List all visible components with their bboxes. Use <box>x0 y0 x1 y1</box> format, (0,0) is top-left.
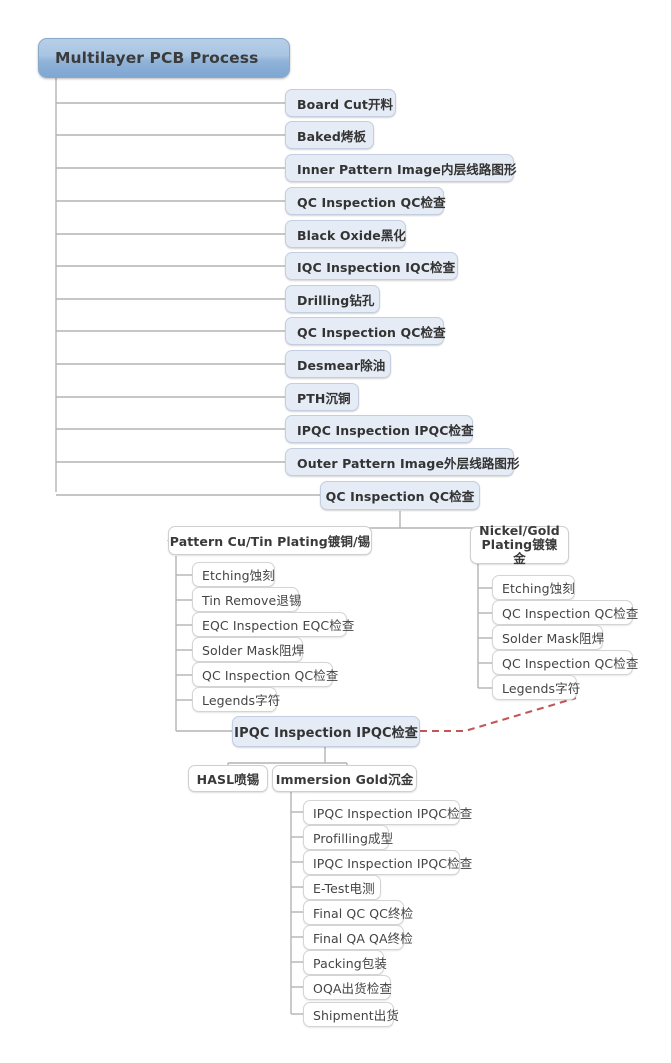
node-label: Shipment出货 <box>313 1008 399 1023</box>
merge-node-ipqc-inspection[interactable]: IPQC Inspection IPQC检查 <box>232 716 420 747</box>
final-step-9[interactable]: Shipment出货 <box>303 1002 399 1027</box>
node-label: Legends字符 <box>502 681 581 696</box>
node-label: Drilling钻孔 <box>297 292 375 308</box>
left-child-5[interactable]: QC Inspection QC检查 <box>192 662 338 687</box>
node-label: IQC Inspection IQC检查 <box>297 259 456 275</box>
node-label: OQA出货检查 <box>313 981 392 996</box>
final-step-2[interactable]: Profilling成型 <box>303 825 393 850</box>
root-label: Multilayer PCB Process <box>55 49 259 67</box>
finish-option-hasl[interactable]: HASL喷锡 <box>188 765 268 792</box>
main-step-1[interactable]: Board Cut开料 <box>285 89 396 117</box>
dashed-cross-link <box>420 696 577 733</box>
final-step-1[interactable]: IPQC Inspection IPQC检查 <box>303 800 472 825</box>
branch-nickel-gold-plating[interactable]: Nickel/Gold Plating镀镍金 <box>470 523 569 566</box>
node-label: Legends字符 <box>202 693 281 708</box>
right-child-1[interactable]: Etching蚀刻 <box>492 575 575 600</box>
node-label: E-Test电测 <box>313 881 375 896</box>
node-label: QC Inspection QC检查 <box>502 606 639 621</box>
node-label: Black Oxide黑化 <box>297 227 407 243</box>
main-step-9[interactable]: Desmear除油 <box>285 350 391 378</box>
node-label: Baked烤板 <box>297 128 367 144</box>
final-step-7[interactable]: Packing包装 <box>303 950 387 975</box>
left-child-3[interactable]: EQC Inspection EQC检查 <box>192 612 354 637</box>
node-label: IPQC Inspection IPQC检查 <box>234 726 418 741</box>
node-label: QC Inspection QC检查 <box>297 194 446 210</box>
node-label: Final QA QA终检 <box>313 931 413 946</box>
node-label: Etching蚀刻 <box>502 581 575 596</box>
main-step-6[interactable]: IQC Inspection IQC检查 <box>285 252 458 280</box>
main-step-7[interactable]: Drilling钻孔 <box>285 285 380 313</box>
node-label: PTH沉铜 <box>297 390 351 406</box>
node-label: EQC Inspection EQC检查 <box>202 618 355 633</box>
finish-option-immersion-gold[interactable]: Immersion Gold沉金 <box>272 765 417 792</box>
node-label: HASL喷锡 <box>196 772 260 787</box>
split-node-qc-inspection[interactable]: QC Inspection QC检查 <box>320 481 480 510</box>
node-label: Profilling成型 <box>313 831 394 846</box>
left-child-4[interactable]: Solder Mask阻焊 <box>192 637 305 662</box>
node-label: Pattern Cu/Tin Plating镀铜/锡 <box>169 534 371 549</box>
right-child-5[interactable]: Legends字符 <box>492 675 581 700</box>
node-label: QC Inspection QC检查 <box>297 324 446 340</box>
node-label: Desmear除油 <box>297 357 386 373</box>
main-step-2[interactable]: Baked烤板 <box>285 121 374 149</box>
node-label: Final QC QC终检 <box>313 906 414 921</box>
node-label: Packing包装 <box>313 956 387 971</box>
final-step-8[interactable]: OQA出货检查 <box>303 975 392 1000</box>
node-label: Etching蚀刻 <box>202 568 275 583</box>
node-label: IPQC Inspection IPQC检查 <box>313 806 473 821</box>
node-label: Immersion Gold沉金 <box>275 772 414 787</box>
final-step-3[interactable]: IPQC Inspection IPQC检查 <box>303 850 472 875</box>
final-step-4[interactable]: E-Test电测 <box>303 875 381 900</box>
root-node[interactable]: Multilayer PCB Process <box>38 38 290 78</box>
left-child-1[interactable]: Etching蚀刻 <box>192 562 275 587</box>
main-step-5[interactable]: Black Oxide黑化 <box>285 220 406 248</box>
node-label: Inner Pattern Image内层线路图形 <box>297 161 517 177</box>
left-child-6[interactable]: Legends字符 <box>192 687 281 712</box>
node-label: QC Inspection QC检查 <box>325 489 475 504</box>
node-label-line2: Plating镀镍金 <box>481 537 558 566</box>
node-label: Tin Remove退锡 <box>202 593 302 608</box>
left-child-2[interactable]: Tin Remove退锡 <box>192 587 302 612</box>
node-label-line1: Nickel/Gold <box>479 523 560 538</box>
node-label: Board Cut开料 <box>297 96 394 112</box>
node-label: IPQC Inspection IPQC检查 <box>297 422 474 438</box>
main-step-10[interactable]: PTH沉铜 <box>285 383 359 411</box>
node-label: QC Inspection QC检查 <box>202 668 339 683</box>
final-step-5[interactable]: Final QC QC终检 <box>303 900 413 925</box>
node-label: Outer Pattern Image外层线路图形 <box>297 455 520 471</box>
node-label: IPQC Inspection IPQC检查 <box>313 856 473 871</box>
node-label: QC Inspection QC检查 <box>502 656 639 671</box>
main-step-4[interactable]: QC Inspection QC检查 <box>285 187 446 215</box>
node-label: Solder Mask阻焊 <box>202 643 305 658</box>
right-child-3[interactable]: Solder Mask阻焊 <box>492 625 605 650</box>
main-step-8[interactable]: QC Inspection QC检查 <box>285 317 446 345</box>
right-child-4[interactable]: QC Inspection QC检查 <box>492 650 638 675</box>
main-step-11[interactable]: IPQC Inspection IPQC检查 <box>285 415 474 443</box>
main-step-12[interactable]: Outer Pattern Image外层线路图形 <box>285 448 520 476</box>
branch-pattern-cu-tin-plating[interactable]: Pattern Cu/Tin Plating镀铜/锡 <box>168 526 372 555</box>
main-step-3[interactable]: Inner Pattern Image内层线路图形 <box>285 154 517 182</box>
right-child-2[interactable]: QC Inspection QC检查 <box>492 600 638 625</box>
node-label: Solder Mask阻焊 <box>502 631 605 646</box>
final-step-6[interactable]: Final QA QA终检 <box>303 925 413 950</box>
